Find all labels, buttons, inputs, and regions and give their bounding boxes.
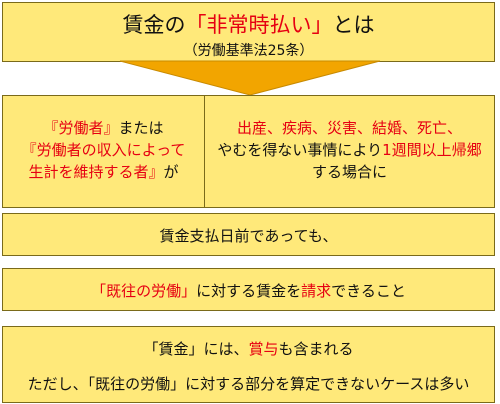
note-suffix: も含まれる xyxy=(278,340,354,358)
condition-reasons: 出産、疾病、災害、結婚、死亡、 やむを得ない事情により1週間以上帰郷 する場合に xyxy=(205,96,494,207)
subject-or: または xyxy=(118,119,164,137)
reasons-return-home: 1週間以上帰郷 xyxy=(382,141,482,159)
title-highlight: 「非常時払い」 xyxy=(185,13,333,37)
claim-past-labor: 「既往の労働」 xyxy=(91,282,197,300)
note-bonus: 賞与 xyxy=(248,340,279,358)
down-arrow-icon xyxy=(119,60,381,96)
title-box: 賃金の「非常時払い」とは （労働基準法25条） xyxy=(2,2,495,62)
note-box: 「賃金」には、賞与も含まれる ただし、「既往の労働」に対する部分を算定できないケ… xyxy=(2,326,495,403)
note-line-2: ただし、「既往の労働」に対する部分を算定できないケースは多い xyxy=(27,375,470,393)
conditions-box: 『労働者』または 『労働者の収入によって 生計を維持する者』が 出産、疾病、災害… xyxy=(2,95,495,208)
note-prefix: 「賃金」には、 xyxy=(143,340,249,358)
arrow-shape xyxy=(119,60,381,96)
subject-particle: が xyxy=(163,163,179,181)
condition-subject: 『労働者』または 『労働者の収入によって 生計を維持する者』が xyxy=(3,96,204,207)
column-divider xyxy=(204,96,205,207)
note-line-1: 「賃金」には、賞与も含まれる xyxy=(3,339,494,359)
page-title: 賃金の「非常時払い」とは xyxy=(3,9,494,39)
reasons-line-3: する場合に xyxy=(311,163,387,181)
subject-dependent: 生計を維持する者』 xyxy=(28,163,164,181)
title-suffix: とは xyxy=(332,13,375,37)
claim-request: 請求 xyxy=(301,282,332,300)
subject-line-2: 『労働者の収入によって xyxy=(21,141,186,159)
timing-text: 賃金支払日前であっても、 xyxy=(159,227,338,245)
page-subtitle: （労働基準法25条） xyxy=(183,43,314,59)
claim-middle: に対する賃金を xyxy=(196,282,302,300)
claim-box: 「既往の労働」に対する賃金を請求できること xyxy=(2,268,495,311)
timing-box: 賃金支払日前であっても、 xyxy=(2,213,495,256)
title-prefix: 賃金の xyxy=(122,13,186,37)
subject-line-1: 『労働者』または xyxy=(3,117,204,139)
reasons-prefix: やむを得ない事情により xyxy=(217,141,383,159)
reasons-line-1: 出産、疾病、災害、結婚、死亡、 xyxy=(236,119,462,137)
reasons-line-2: やむを得ない事情により1週間以上帰郷 xyxy=(205,139,494,161)
subject-line-3: 生計を維持する者』が xyxy=(3,161,204,183)
subject-worker: 『労働者』 xyxy=(43,119,119,137)
claim-suffix: できること xyxy=(331,282,406,300)
claim-text: 「既往の労働」に対する賃金を請求できること xyxy=(3,281,494,301)
